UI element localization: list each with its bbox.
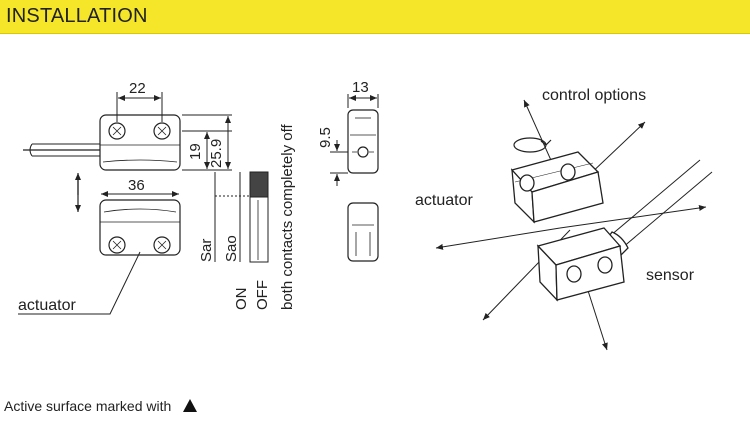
dim-19-label: 19	[187, 143, 204, 160]
off-label: OFF	[254, 280, 271, 310]
sensor-iso	[536, 159, 713, 302]
actuator-top-view	[99, 199, 181, 256]
axis-lines	[435, 99, 707, 351]
actuator-left-label: actuator	[18, 297, 76, 314]
sar-label: Sar	[198, 239, 215, 262]
dim-13-label: 13	[352, 79, 369, 96]
actuator-iso	[510, 151, 604, 224]
dim-13	[347, 94, 379, 108]
side-view-actuator	[347, 202, 379, 262]
both-off-label: both contacts completely off	[279, 124, 296, 310]
active-surface-note: Active surface marked with	[4, 398, 198, 414]
sensor-top-view	[23, 114, 181, 171]
rotation-arrow	[513, 137, 552, 153]
dim-25-9-label: 25.9	[208, 139, 225, 168]
triangle-marker-icon	[183, 399, 198, 412]
control-options-label: control options	[542, 87, 646, 104]
sao-label: Sao	[223, 235, 240, 262]
active-surface-text: Active surface marked with	[4, 398, 172, 414]
dim-9-5-label: 9.5	[317, 127, 334, 148]
page-title: INSTALLATION	[6, 5, 148, 27]
on-label: ON	[233, 288, 250, 311]
dim-22	[116, 92, 163, 122]
switching-diagram	[214, 171, 269, 263]
dim-36-label: 36	[128, 177, 145, 194]
dim-heights	[182, 114, 232, 171]
actuator-right-label: actuator	[415, 192, 473, 209]
sensor-label: sensor	[646, 267, 695, 284]
dim-9-5	[330, 140, 348, 186]
header-bar: INSTALLATION	[0, 0, 750, 34]
dim-22-label: 22	[129, 80, 146, 97]
installation-drawing: 22 36 19 25.9 Sar Sao ON OFF both contac…	[18, 79, 713, 351]
side-view-sensor	[347, 109, 379, 174]
